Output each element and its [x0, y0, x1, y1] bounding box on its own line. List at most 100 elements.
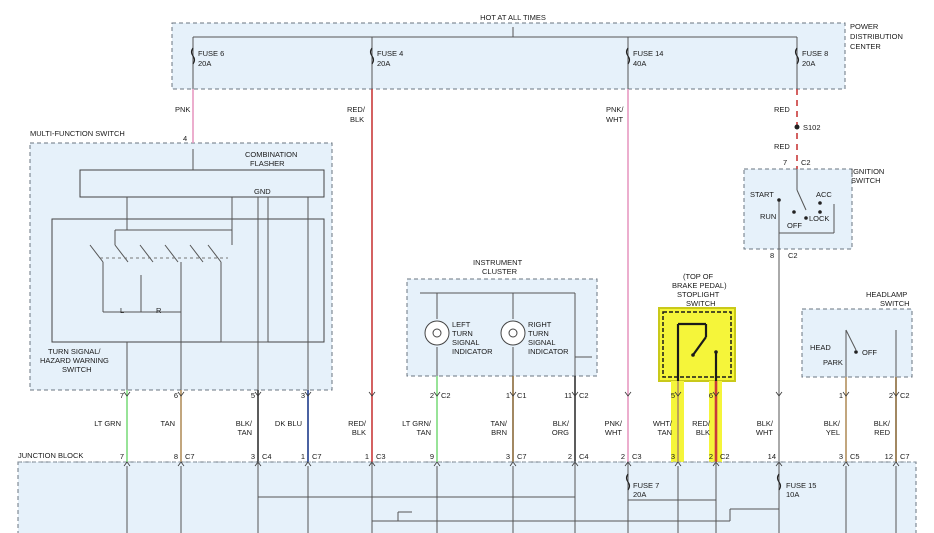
- ign-lock-label: LOCK: [809, 214, 829, 223]
- bottom-conn-8: C3: [632, 452, 642, 461]
- wire-label-10: RED/: [692, 419, 711, 428]
- wire-label2-5: TAN: [417, 428, 431, 437]
- bottom-conn-1: C7: [185, 452, 195, 461]
- fuse-15-name: FUSE 15: [786, 481, 816, 490]
- top-pin-0: 7: [120, 391, 124, 400]
- right-ind-2: TURN: [528, 329, 549, 338]
- mfs-pin-4: 4: [183, 134, 187, 143]
- pdc-label-3: CENTER: [850, 42, 881, 51]
- wire-label-0: LT GRN: [94, 419, 121, 428]
- s102-splice: [794, 124, 800, 130]
- fuse-14-amps: 40A: [633, 59, 646, 68]
- ignition-contacts: [778, 169, 835, 462]
- bottom-pin-11: 14: [768, 452, 776, 461]
- wire-label-8: PNK/: [604, 419, 622, 428]
- fuse-4-amps: 20A: [377, 59, 390, 68]
- top-pin-7: 11: [564, 391, 572, 400]
- connector-bot-5: [433, 461, 441, 467]
- ignition-label-2: SWITCH: [851, 176, 881, 185]
- bottom-pin-4: 1: [365, 452, 369, 461]
- stoplight-contacts: [676, 322, 718, 381]
- left-ind-2: TURN: [452, 329, 473, 338]
- red-blk-upper-label-1: RED/: [347, 105, 366, 114]
- head-label: HEAD: [810, 343, 831, 352]
- bottom-conn-10: C2: [720, 452, 730, 461]
- top-pin-10: 6: [709, 391, 713, 400]
- ign-top-pin: 7: [783, 158, 787, 167]
- fuse-15-symbol: [776, 473, 782, 491]
- fuse-6-amps: 20A: [198, 59, 211, 68]
- bottom-pin-9: 3: [671, 452, 675, 461]
- fuse-6: FUSE 6 20A: [190, 37, 224, 89]
- headlamp-label-1: HEADLAMP: [866, 290, 907, 299]
- bottom-conn-2: C4: [262, 452, 272, 461]
- ign-acc-contact: [818, 201, 822, 205]
- wire-label-5: LT GRN/: [402, 419, 432, 428]
- head-contact: [854, 350, 858, 354]
- left-ind-3: SIGNAL: [452, 338, 480, 347]
- s102-label: S102: [803, 123, 821, 132]
- bottom-conn-6: C7: [517, 452, 527, 461]
- right-ind-4: INDICATOR: [528, 347, 569, 356]
- wire-label2-4: BLK: [352, 428, 366, 437]
- bottom-pin-13: 12: [885, 452, 893, 461]
- connector-top-9: [674, 391, 682, 397]
- connector-top-3: [304, 391, 312, 397]
- wire-label2-8: WHT: [605, 428, 622, 437]
- ign-top-conn: C2: [801, 158, 811, 167]
- wire-label-12: BLK/: [824, 419, 841, 428]
- bottom-pin-3: 1: [301, 452, 305, 461]
- top-pin-6: 1: [506, 391, 510, 400]
- pnk-wire-label: PNK: [175, 105, 190, 114]
- left-ind-4: INDICATOR: [452, 347, 493, 356]
- bottom-conn-4: C3: [376, 452, 386, 461]
- connector-top-8: [624, 391, 632, 397]
- gnd-label: GND: [254, 187, 271, 196]
- bottom-conn-13: C7: [900, 452, 910, 461]
- bottom-pin-12: 3: [839, 452, 843, 461]
- right-ind-1: RIGHT: [528, 320, 552, 329]
- ign-start-label: START: [750, 190, 774, 199]
- ign-acc-label: ACC: [816, 190, 832, 199]
- wire-label-3: DK BLU: [275, 419, 302, 428]
- pnk-wht-upper-label-2: WHT: [606, 115, 623, 124]
- red-label-1: RED: [774, 105, 790, 114]
- headlamp-switch-box: [801, 308, 913, 378]
- off-label: OFF: [862, 348, 877, 357]
- wire-label2-6: BRN: [491, 428, 507, 437]
- fuse-8-name: FUSE 8: [802, 49, 828, 58]
- wire-label-13: BLK/: [874, 419, 891, 428]
- stoplight-label-1: (TOP OF: [683, 272, 714, 281]
- wire-label-6: TAN/: [490, 419, 507, 428]
- connector-top-12: [842, 391, 850, 397]
- junction-internal-wiring: [257, 462, 780, 522]
- combination-flasher-box: [79, 169, 325, 198]
- headlamp-label-2: SWITCH: [880, 299, 910, 308]
- fuse-7-amps: 20A: [633, 490, 646, 499]
- left-ind-1: LEFT: [452, 320, 471, 329]
- turn-switch-label-1: TURN SIGNAL/: [48, 347, 101, 356]
- ign-run-label: RUN: [760, 212, 776, 221]
- fuse-4: FUSE 4 20A: [369, 37, 403, 89]
- turn-switch-label-3: SWITCH: [62, 365, 92, 374]
- top-conn-13: C2: [900, 391, 910, 400]
- bottom-conn-12: C5: [850, 452, 860, 461]
- wire-label-7: BLK/: [553, 419, 570, 428]
- pnk-wht-upper-label-1: PNK/: [606, 105, 624, 114]
- wire-label-1: TAN: [161, 419, 175, 428]
- bottom-pin-10: 2: [709, 452, 713, 461]
- bottom-conn-7: C4: [579, 452, 589, 461]
- power-distribution-center-box: [171, 22, 846, 90]
- ign-lock-contact: [818, 210, 822, 214]
- connector-bot-0: [123, 461, 131, 467]
- wire-label2-7: ORG: [552, 428, 569, 437]
- pdc-label-2: DISTRIBUTION: [850, 32, 903, 41]
- left-indicator-bulb-icon: [424, 320, 450, 346]
- switch-contacts: [89, 197, 309, 390]
- flasher-label-2: FLASHER: [250, 159, 285, 168]
- stoplight-label-2: BRAKE PEDAL): [672, 281, 727, 290]
- right-ind-3: SIGNAL: [528, 338, 556, 347]
- left-indicator-filament: [432, 328, 442, 338]
- right-indicator-filament: [508, 328, 518, 338]
